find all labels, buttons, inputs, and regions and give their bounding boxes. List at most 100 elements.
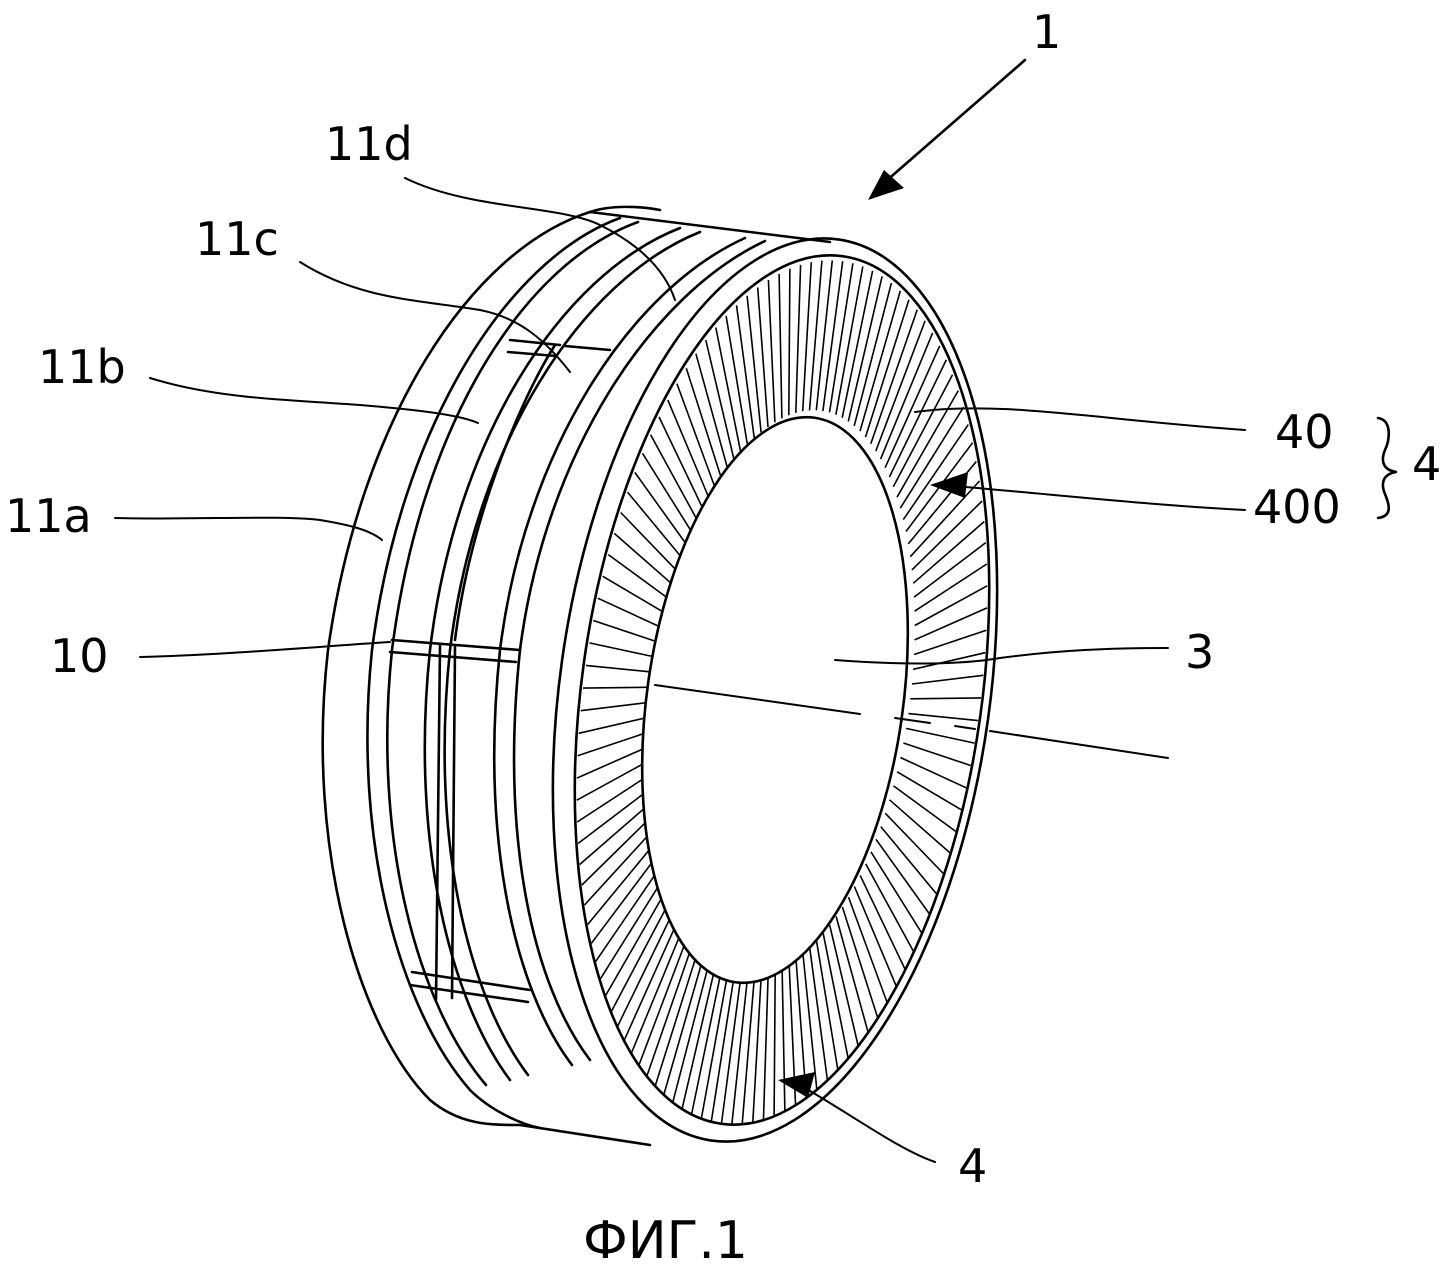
hatch-line xyxy=(587,841,657,926)
hatch-line xyxy=(822,261,844,412)
hatch-line xyxy=(902,424,969,521)
label-11d: 11d xyxy=(325,117,413,171)
hatch-line xyxy=(576,745,650,779)
hatch-line xyxy=(910,697,982,700)
hatch-line xyxy=(577,788,651,845)
hatch-line xyxy=(808,947,829,1081)
axis-line xyxy=(654,684,1169,759)
hatch-line xyxy=(616,908,676,1027)
hatch-line xyxy=(762,973,769,1122)
hatch-line xyxy=(756,287,769,428)
hatch-line xyxy=(681,964,717,1110)
hatch-line xyxy=(905,727,975,744)
hatch-line xyxy=(888,799,951,854)
hatch-line xyxy=(835,266,864,415)
hatch-line xyxy=(577,730,651,757)
hatch-line xyxy=(715,327,742,453)
hatch-line xyxy=(909,480,981,558)
hatch-line xyxy=(892,374,954,488)
hatch-line xyxy=(900,756,967,789)
hatch-line xyxy=(589,642,659,659)
hatch-line xyxy=(695,353,729,470)
hatch-line xyxy=(638,934,689,1066)
segment-separators xyxy=(388,338,612,1004)
hatch-line xyxy=(605,888,668,996)
hatch-line xyxy=(888,359,948,478)
hatch-line xyxy=(576,759,650,801)
hatch-line xyxy=(913,651,986,671)
hatch-line xyxy=(914,563,988,612)
hatch-line xyxy=(580,701,653,712)
hatch-line xyxy=(781,967,786,1113)
hatch-line xyxy=(599,877,665,980)
hatch-line xyxy=(662,954,705,1096)
label-400: 400 xyxy=(1253,480,1341,534)
arrow-icon xyxy=(868,170,904,200)
hatch-line xyxy=(654,948,700,1087)
hatch-line xyxy=(899,406,965,509)
hatch-line xyxy=(815,260,834,411)
hatch-line xyxy=(646,942,694,1077)
hatch-line xyxy=(602,575,668,615)
hatch-line xyxy=(879,332,934,460)
hatch-line xyxy=(767,279,776,423)
hatch-line xyxy=(875,320,926,452)
arrow-icon xyxy=(778,1072,815,1098)
hatch-line xyxy=(911,674,984,685)
hatch-line xyxy=(893,785,957,833)
hatch-line xyxy=(903,742,971,767)
hatch-line xyxy=(912,520,985,584)
hatch-line xyxy=(641,452,694,535)
hatch-line xyxy=(730,975,749,1126)
hatch-line xyxy=(700,971,729,1120)
label-10: 10 xyxy=(50,629,109,683)
hatch-line xyxy=(884,812,944,875)
label-40: 40 xyxy=(1275,405,1334,459)
hatch-line xyxy=(911,500,983,571)
hatch-line xyxy=(751,974,763,1124)
hatch-line xyxy=(835,916,869,1033)
hatch-line xyxy=(741,975,756,1126)
hatched-face xyxy=(576,260,988,1126)
hatch-line xyxy=(630,926,685,1054)
hatch-line xyxy=(841,270,874,418)
hatch-line xyxy=(585,664,656,674)
hatch-line xyxy=(870,851,923,934)
hatch-line xyxy=(579,802,652,866)
hatch-line xyxy=(864,299,910,438)
hatch-line xyxy=(795,264,802,413)
label-4-bottom: 4 xyxy=(958,1139,987,1193)
hatch-line xyxy=(908,712,979,722)
hatch-line xyxy=(847,896,888,1003)
hatch-line xyxy=(676,383,717,490)
hatch-line xyxy=(623,917,680,1041)
hatch-line xyxy=(822,933,849,1059)
hatch-line xyxy=(705,339,736,461)
figure-caption: ФИГ.1 xyxy=(583,1211,748,1271)
hatch-line xyxy=(896,771,962,811)
hatch-line xyxy=(870,309,918,444)
hatch-line xyxy=(667,399,711,500)
label-11b: 11b xyxy=(38,340,126,394)
hatch-line xyxy=(590,854,659,944)
inner-bore xyxy=(640,415,910,985)
hatch-line xyxy=(841,906,879,1019)
hatch-line xyxy=(735,305,756,439)
hatch-line xyxy=(778,273,783,419)
hatch-line xyxy=(788,268,791,416)
reference-labels: 1 11d 11c 11b 11a 10 40 400 4 3 4 ФИГ.1 xyxy=(5,5,1441,1271)
hatch-line xyxy=(884,345,941,469)
hatch-line xyxy=(710,973,736,1123)
hatch-line xyxy=(828,925,859,1047)
hatch-line xyxy=(853,886,897,987)
hatch-line xyxy=(914,607,988,641)
hatch-line xyxy=(620,511,680,574)
label-4-brace: 4 xyxy=(1412,437,1441,491)
label-3: 3 xyxy=(1185,625,1214,679)
hatch-line xyxy=(634,471,689,548)
hatch-line xyxy=(801,262,813,412)
hatch-line xyxy=(576,774,650,823)
hatch-line xyxy=(626,491,684,560)
hatch-line xyxy=(725,315,749,446)
